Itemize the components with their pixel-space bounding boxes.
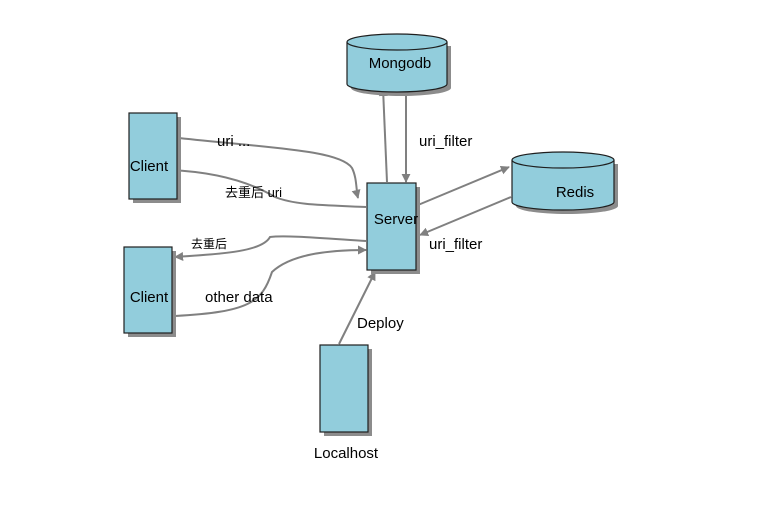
client-top-box [128, 112, 178, 200]
localhost-label: Localhost [314, 445, 379, 462]
edge-label-uri: uri ... [217, 133, 250, 150]
redis-top [511, 151, 615, 169]
server-box [366, 182, 417, 271]
mongodb-top [346, 33, 448, 51]
edge-redis-to-server [419, 196, 512, 237]
client-top-label: Client [130, 158, 169, 175]
localhost-node: Localhost [314, 344, 379, 462]
mongodb-node: Mongodb [346, 33, 451, 96]
edge-label-other-data: other data [205, 289, 273, 306]
edge-server-to-redis [417, 165, 510, 206]
edge-label-deploy: Deploy [357, 315, 404, 332]
edge-label-dedup: 去重后 [191, 237, 227, 251]
edge-server-to-client-top [169, 165, 367, 208]
client-bottom-node: Client [123, 246, 176, 337]
edge-client-bottom-to-server [174, 245, 367, 317]
server-label: Server [374, 211, 418, 228]
redis-label: Redis [556, 184, 594, 201]
edge-server-to-client-bottom [174, 235, 367, 261]
edge-label-uri-filter-redis: uri_filter [429, 236, 482, 253]
edges [169, 87, 512, 345]
redis-body [511, 160, 615, 211]
edge-client-top-to-server [178, 137, 361, 199]
edge-localhost-to-server [338, 271, 376, 345]
redis-node: Redis [511, 151, 618, 214]
client-top-node: Client [128, 112, 181, 203]
localhost-box [319, 344, 369, 433]
edge-label-dedup-uri: 去重后 uri [225, 185, 282, 200]
client-bottom-label: Client [130, 289, 169, 306]
edge-server-to-mongodb [378, 87, 388, 183]
edge-label-uri-filter-mongodb: uri_filter [419, 133, 472, 150]
mongodb-body [346, 42, 448, 93]
mongodb-label: Mongodb [369, 55, 432, 72]
edge-labels: uri ... 去重后 uri 去重后 other data uri_filte… [191, 133, 482, 332]
server-node: Server [366, 182, 420, 274]
client-bottom-box [123, 246, 173, 334]
